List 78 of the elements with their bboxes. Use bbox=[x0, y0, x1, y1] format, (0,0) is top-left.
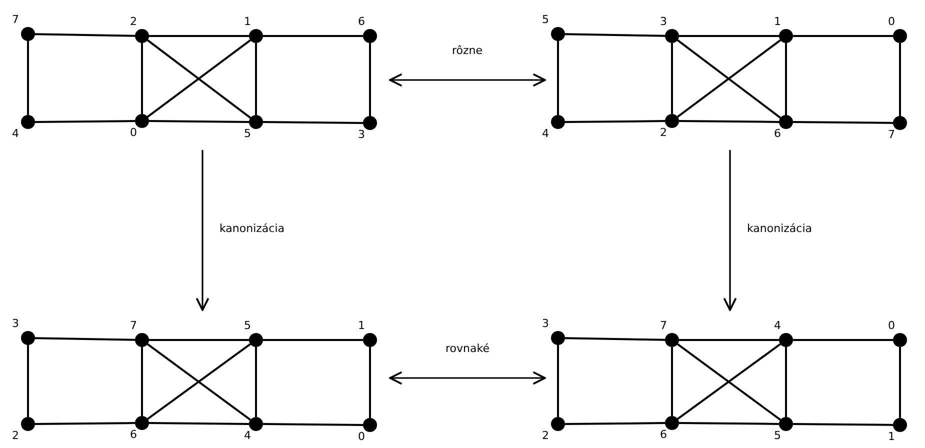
vertex-label: 6 bbox=[130, 429, 137, 441]
graph-edge bbox=[27, 41, 29, 115]
vertex-label: 2 bbox=[130, 16, 137, 28]
graph-edge bbox=[671, 43, 673, 114]
graph-edge bbox=[564, 120, 666, 123]
graph-edge bbox=[793, 339, 893, 341]
graph-edge bbox=[149, 35, 249, 37]
graph-edge bbox=[34, 33, 136, 37]
vertex-label: 4 bbox=[12, 128, 19, 140]
vertex-label: 6 bbox=[358, 16, 365, 28]
vertex-label: 6 bbox=[660, 429, 667, 441]
graph-edge bbox=[148, 422, 250, 425]
graph-edge bbox=[785, 43, 787, 115]
graph-edge bbox=[564, 33, 666, 37]
graph-edge bbox=[255, 43, 257, 115]
arrow bbox=[389, 73, 546, 87]
graph-edge bbox=[369, 347, 371, 418]
graph-edge bbox=[27, 345, 29, 417]
vertex-label: 3 bbox=[358, 129, 365, 141]
graph-edge bbox=[148, 120, 250, 123]
graph-edge bbox=[262, 423, 364, 426]
graph-edge bbox=[149, 339, 249, 341]
vertex-label: 7 bbox=[130, 320, 137, 332]
graph-edge bbox=[141, 43, 143, 114]
vertex-label: 3 bbox=[660, 16, 667, 28]
graph-edge bbox=[671, 347, 673, 416]
graph-edge bbox=[899, 43, 901, 116]
vertex-label: 4 bbox=[244, 430, 251, 442]
graph-edge bbox=[369, 43, 371, 116]
edge-label: rovnaké bbox=[444, 342, 492, 355]
vertex-label: 2 bbox=[542, 430, 549, 442]
vertex-label: 6 bbox=[774, 128, 781, 140]
arrow bbox=[723, 150, 737, 311]
vertex-label: 2 bbox=[12, 430, 19, 442]
vertex-label: 1 bbox=[358, 320, 365, 332]
vertex-label: 0 bbox=[130, 127, 137, 139]
graph-edge bbox=[263, 339, 363, 341]
graph-edge bbox=[793, 35, 893, 37]
vertex-label: 0 bbox=[888, 16, 895, 28]
vertex-label: 5 bbox=[542, 14, 549, 26]
graph-edge bbox=[899, 347, 901, 418]
graph-edge bbox=[141, 347, 143, 416]
graph-edge bbox=[679, 339, 779, 341]
graph-edge bbox=[785, 347, 787, 417]
vertex-label: 7 bbox=[12, 14, 19, 26]
vertex-label: 5 bbox=[244, 320, 251, 332]
graph-edge bbox=[792, 121, 894, 124]
graph-edge bbox=[557, 345, 559, 417]
graph-edge bbox=[34, 337, 136, 341]
graph-edge bbox=[263, 35, 363, 37]
vertex-label: 1 bbox=[774, 16, 781, 28]
arrow bbox=[196, 150, 210, 311]
edge-label: rôzne bbox=[450, 44, 485, 57]
vertex-label: 1 bbox=[244, 16, 251, 28]
vertex-label: 7 bbox=[660, 320, 667, 332]
vertex-label: 4 bbox=[542, 128, 549, 140]
arrow bbox=[389, 371, 546, 385]
vertex-label: 5 bbox=[244, 128, 251, 140]
vertex-label: 7 bbox=[888, 129, 895, 141]
vertex-label: 3 bbox=[542, 318, 549, 330]
graph-edge bbox=[679, 35, 779, 37]
graph-edge bbox=[792, 423, 894, 426]
graph-edge bbox=[678, 422, 780, 425]
vertex-label: 4 bbox=[774, 320, 781, 332]
graph-edge bbox=[557, 41, 559, 115]
vertex-label: 5 bbox=[774, 430, 781, 442]
vertex-label: 0 bbox=[888, 320, 895, 332]
graph-edge bbox=[564, 422, 666, 425]
vertex-label: 3 bbox=[12, 318, 19, 330]
graph-edge bbox=[34, 422, 136, 425]
graph-edge bbox=[262, 121, 364, 124]
vertex-label: 0 bbox=[358, 431, 365, 443]
graph-edge bbox=[255, 347, 257, 417]
vertex-label: 2 bbox=[660, 127, 667, 139]
graph-edge bbox=[34, 120, 136, 123]
graph-edge bbox=[564, 337, 666, 341]
vertex-label: 1 bbox=[888, 431, 895, 443]
graph-edge bbox=[678, 120, 780, 123]
